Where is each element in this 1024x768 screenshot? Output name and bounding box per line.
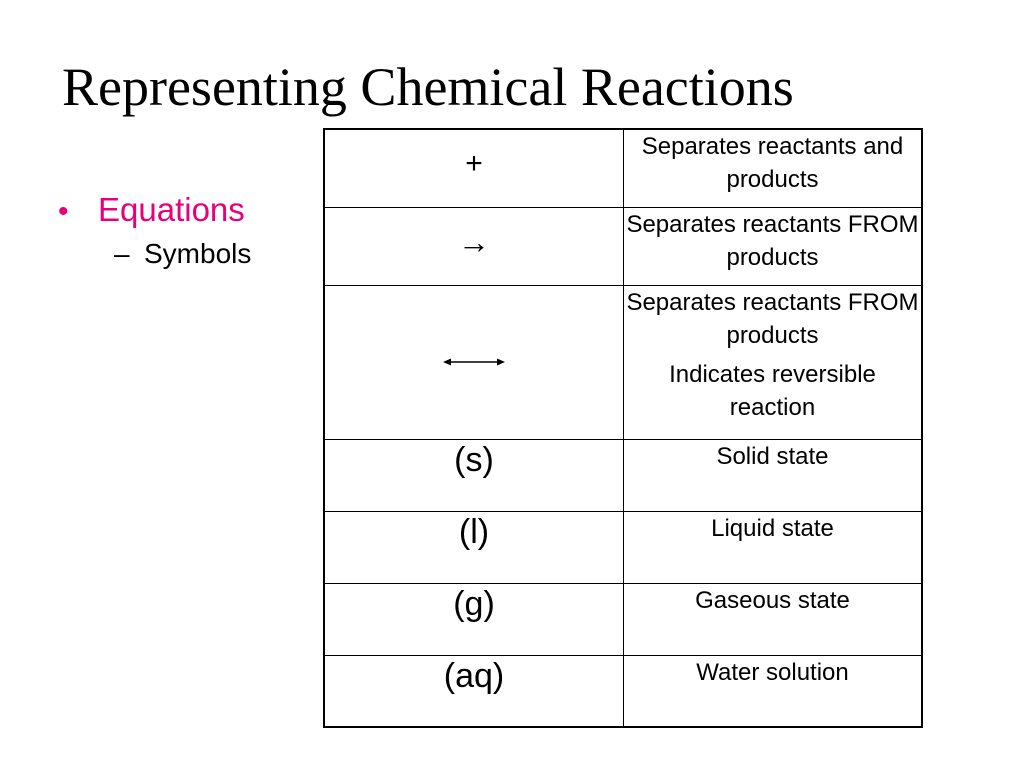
sub-bullet-item-symbols: – Symbols — [114, 238, 308, 270]
sub-bullet-text-symbols: Symbols — [144, 238, 252, 269]
description-cell: Water solution — [623, 654, 923, 728]
slide-title: Representing Chemical Reactions — [62, 57, 794, 117]
description-cell: Liquid state — [623, 510, 923, 584]
symbol-cell-plus: + — [323, 128, 624, 208]
bullet-marker: • — [58, 195, 69, 228]
description-text: Liquid state — [711, 514, 834, 542]
table-row: → Separates reactants FROM products — [323, 206, 923, 286]
description-text: Separates reactants and products — [641, 133, 904, 193]
description-text: Separates reactants FROM products — [626, 210, 919, 271]
table-row: (g) Gaseous state — [323, 582, 923, 656]
description-cell: Solid state — [623, 438, 923, 512]
symbol-cell-solid: (s) — [323, 438, 624, 512]
description-text: Indicates reversible reaction — [669, 360, 876, 421]
double-headed-arrow-icon — [443, 358, 505, 366]
description-text: Separates reactants FROM products — [626, 288, 919, 349]
bullet-text-equations: Equations — [98, 191, 245, 228]
table-row: (s) Solid state — [323, 438, 923, 512]
description-text: Water solution — [696, 658, 849, 686]
bullet-item-equations: • Equations — [58, 190, 308, 232]
symbol-cell-arrow: → — [323, 206, 624, 286]
description-text: Gaseous state — [695, 586, 850, 614]
sub-bullet-marker: – — [114, 238, 130, 269]
bullet-list: • Equations – Symbols — [58, 190, 308, 270]
symbol-cell-reversible — [323, 284, 624, 440]
table-row: (l) Liquid state — [323, 510, 923, 584]
table-row: + Separates reactants and products — [323, 128, 923, 208]
description-cell: Separates reactants FROM products — [623, 206, 923, 286]
description-text: Solid state — [716, 442, 829, 470]
symbol-cell-liquid: (l) — [323, 510, 624, 584]
description-cell: Separates reactants and products — [623, 128, 923, 208]
symbol-cell-aqueous: (aq) — [323, 654, 624, 728]
symbol-cell-gaseous: (g) — [323, 582, 624, 656]
table-row: (aq) Water solution — [323, 654, 923, 728]
table-row: Separates reactants FROM products Indica… — [323, 284, 923, 440]
description-cell: Gaseous state — [623, 582, 923, 656]
symbols-table: + Separates reactants and products → Sep… — [323, 128, 923, 728]
description-cell: Separates reactants FROM products Indica… — [623, 284, 923, 440]
